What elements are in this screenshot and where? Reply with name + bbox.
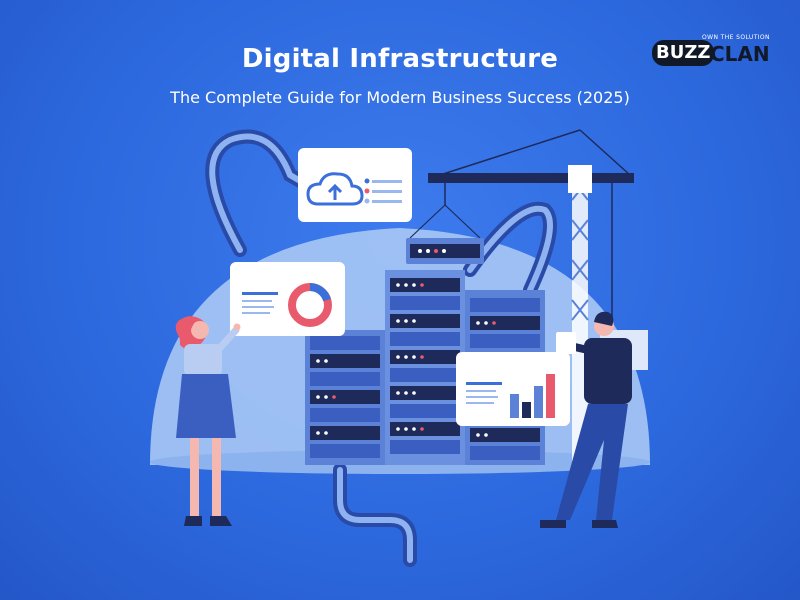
woman-figure bbox=[175, 316, 241, 526]
bar-chart-card bbox=[456, 352, 570, 426]
page-title: Digital Infrastructure bbox=[241, 44, 559, 74]
conveyor-track bbox=[205, 129, 557, 567]
bar-chart-icon bbox=[510, 374, 555, 418]
server-rack-icon bbox=[305, 270, 545, 465]
logo-word-clan: CLAN bbox=[710, 42, 770, 66]
man-figure bbox=[540, 311, 632, 528]
buzzclan-logo[interactable]: OWN THE SOLUTION BUZZ CLAN bbox=[652, 34, 772, 68]
page-subtitle: The Complete Guide for Modern Business S… bbox=[170, 88, 630, 107]
logo-tagline: OWN THE SOLUTION bbox=[702, 34, 770, 41]
donut-card bbox=[230, 262, 345, 336]
cloud-card bbox=[298, 148, 412, 222]
logo-word-buzz: BUZZ bbox=[652, 40, 715, 66]
hanging-server bbox=[406, 238, 484, 264]
